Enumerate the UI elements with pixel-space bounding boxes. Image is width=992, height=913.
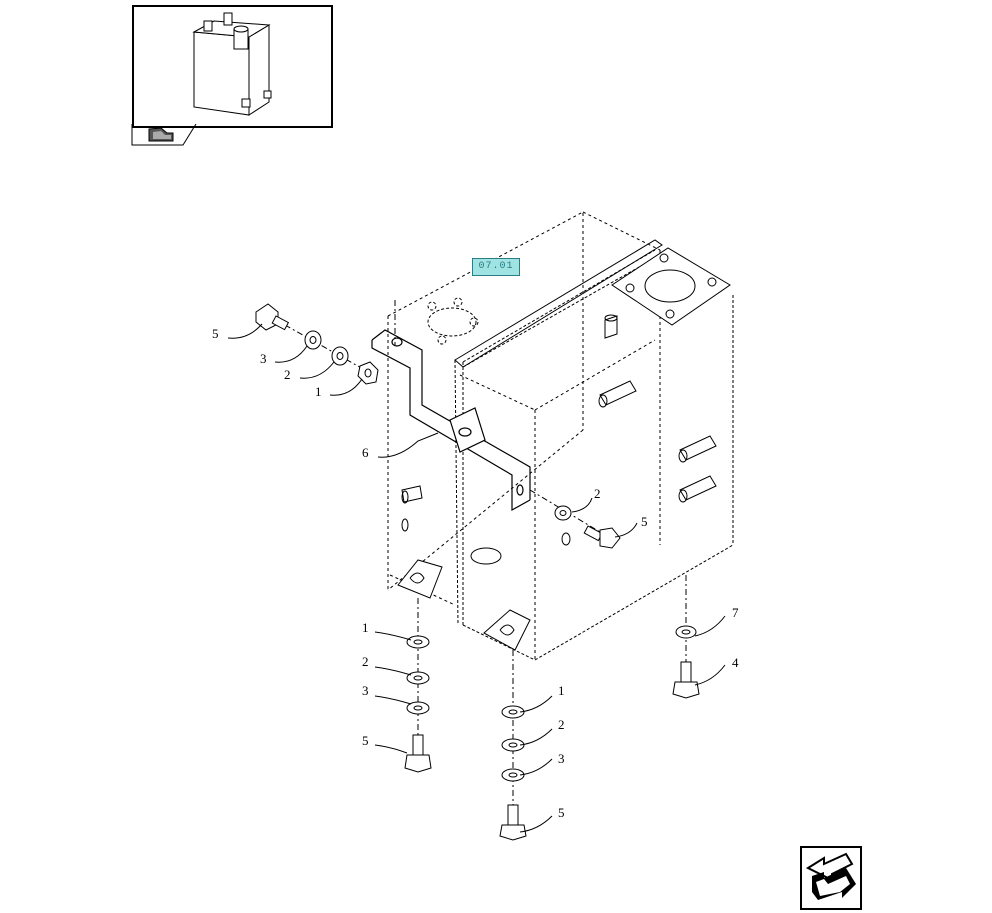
washer-2-lower-left xyxy=(406,671,430,685)
bolt-5-lower-left xyxy=(404,734,432,773)
top-flange xyxy=(611,247,731,326)
callout-5: 5 xyxy=(558,805,565,820)
callout-3: 3 xyxy=(558,751,565,766)
callout-4: 4 xyxy=(732,655,739,670)
washer-3-lower-mid xyxy=(501,768,525,782)
assembly-centerlines xyxy=(284,300,687,830)
side-bosses xyxy=(401,314,717,565)
nut-1-lower-mid xyxy=(501,705,525,719)
callout-7: 7 xyxy=(732,605,739,620)
top-face-holes xyxy=(427,297,479,345)
washer-2-lower-mid xyxy=(501,738,525,752)
mounting-bracket xyxy=(371,329,531,512)
washer-3-lower-left xyxy=(406,701,430,715)
reference-badge[interactable]: 07.01 xyxy=(472,258,520,276)
bottom-feet xyxy=(397,559,531,651)
next-page-arrow-icon xyxy=(805,852,856,900)
next-page-button[interactable] xyxy=(800,846,862,910)
assembly-tab-icon xyxy=(131,123,197,146)
tank-top-rail xyxy=(454,239,663,368)
callout-leaders xyxy=(227,323,726,833)
assembly-thumbnail[interactable] xyxy=(132,5,333,128)
callout-5: 5 xyxy=(641,514,648,529)
callout-5: 5 xyxy=(212,326,219,341)
callout-1: 1 xyxy=(558,683,565,698)
callout-1: 1 xyxy=(315,384,322,399)
callout-6: 6 xyxy=(362,445,369,460)
washer-7 xyxy=(675,625,697,639)
callout-3: 3 xyxy=(260,351,267,366)
bolt-upper-left xyxy=(255,303,290,331)
nut-1-lower-left xyxy=(406,635,430,649)
callout-5: 5 xyxy=(362,733,369,748)
callout-1: 1 xyxy=(362,620,369,635)
tank-front-outline xyxy=(454,249,734,661)
callout-2: 2 xyxy=(284,367,291,382)
callout-2: 2 xyxy=(362,654,369,669)
nut-1-upper xyxy=(357,361,379,385)
callout-2: 2 xyxy=(558,717,565,732)
callout-3: 3 xyxy=(362,683,369,698)
tank-thumbnail-icon xyxy=(192,12,272,116)
bolt-4 xyxy=(672,661,700,699)
callout-2: 2 xyxy=(594,486,601,501)
thumbnail-tab[interactable] xyxy=(131,123,201,146)
bolt-5-lower-mid xyxy=(499,804,527,841)
bolt-right xyxy=(583,525,621,549)
